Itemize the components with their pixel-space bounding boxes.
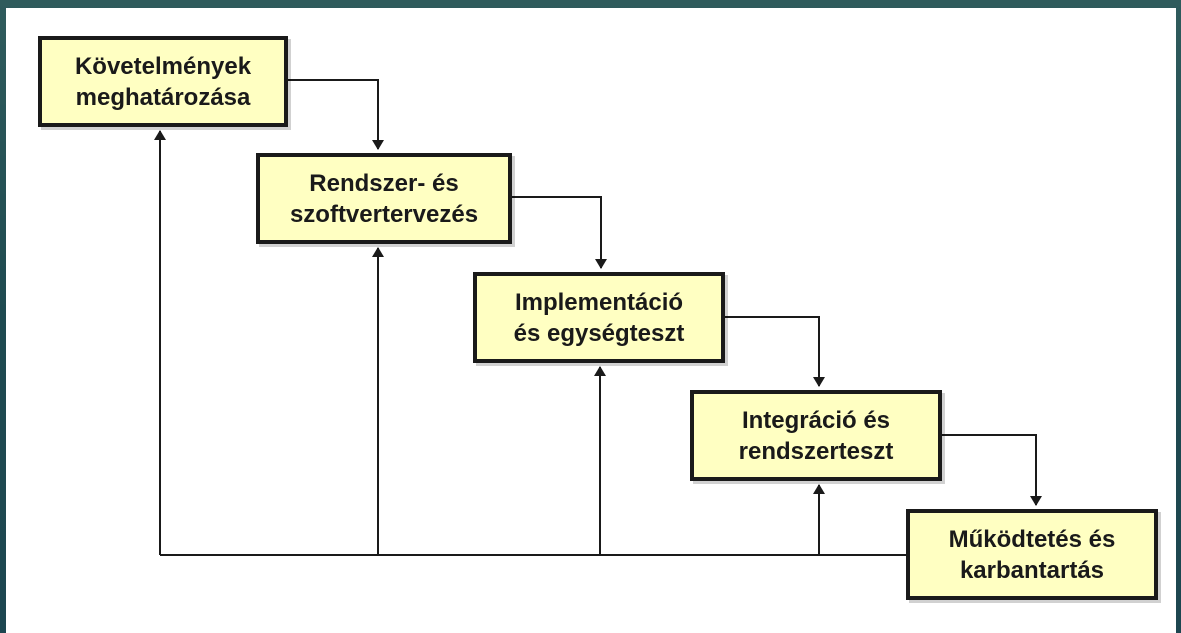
flow-arrow-implementation-to-integration <box>725 316 825 387</box>
stage-design: Rendszer- és szoftvertervezés <box>256 153 512 244</box>
stage-label: Implementáció és egységteszt <box>513 288 685 347</box>
flow-arrow-requirements-to-design <box>288 79 384 150</box>
stage-operation: Működtetés és karbantartás <box>906 509 1158 600</box>
stage-requirements: Követelmények meghatározása <box>38 36 288 127</box>
flow-arrow-integration-to-operation <box>942 434 1042 506</box>
stage-label: Működtetés és karbantartás <box>948 525 1116 584</box>
flow-arrow-design-to-implementation <box>512 196 607 269</box>
stage-implementation: Implementáció és egységteszt <box>473 272 725 363</box>
stage-integration: Integráció és rendszerteszt <box>690 390 942 481</box>
stage-label: Követelmények meghatározása <box>74 52 252 111</box>
stage-label: Rendszer- és szoftvertervezés <box>289 169 479 228</box>
stage-label: Integráció és rendszerteszt <box>738 406 894 465</box>
